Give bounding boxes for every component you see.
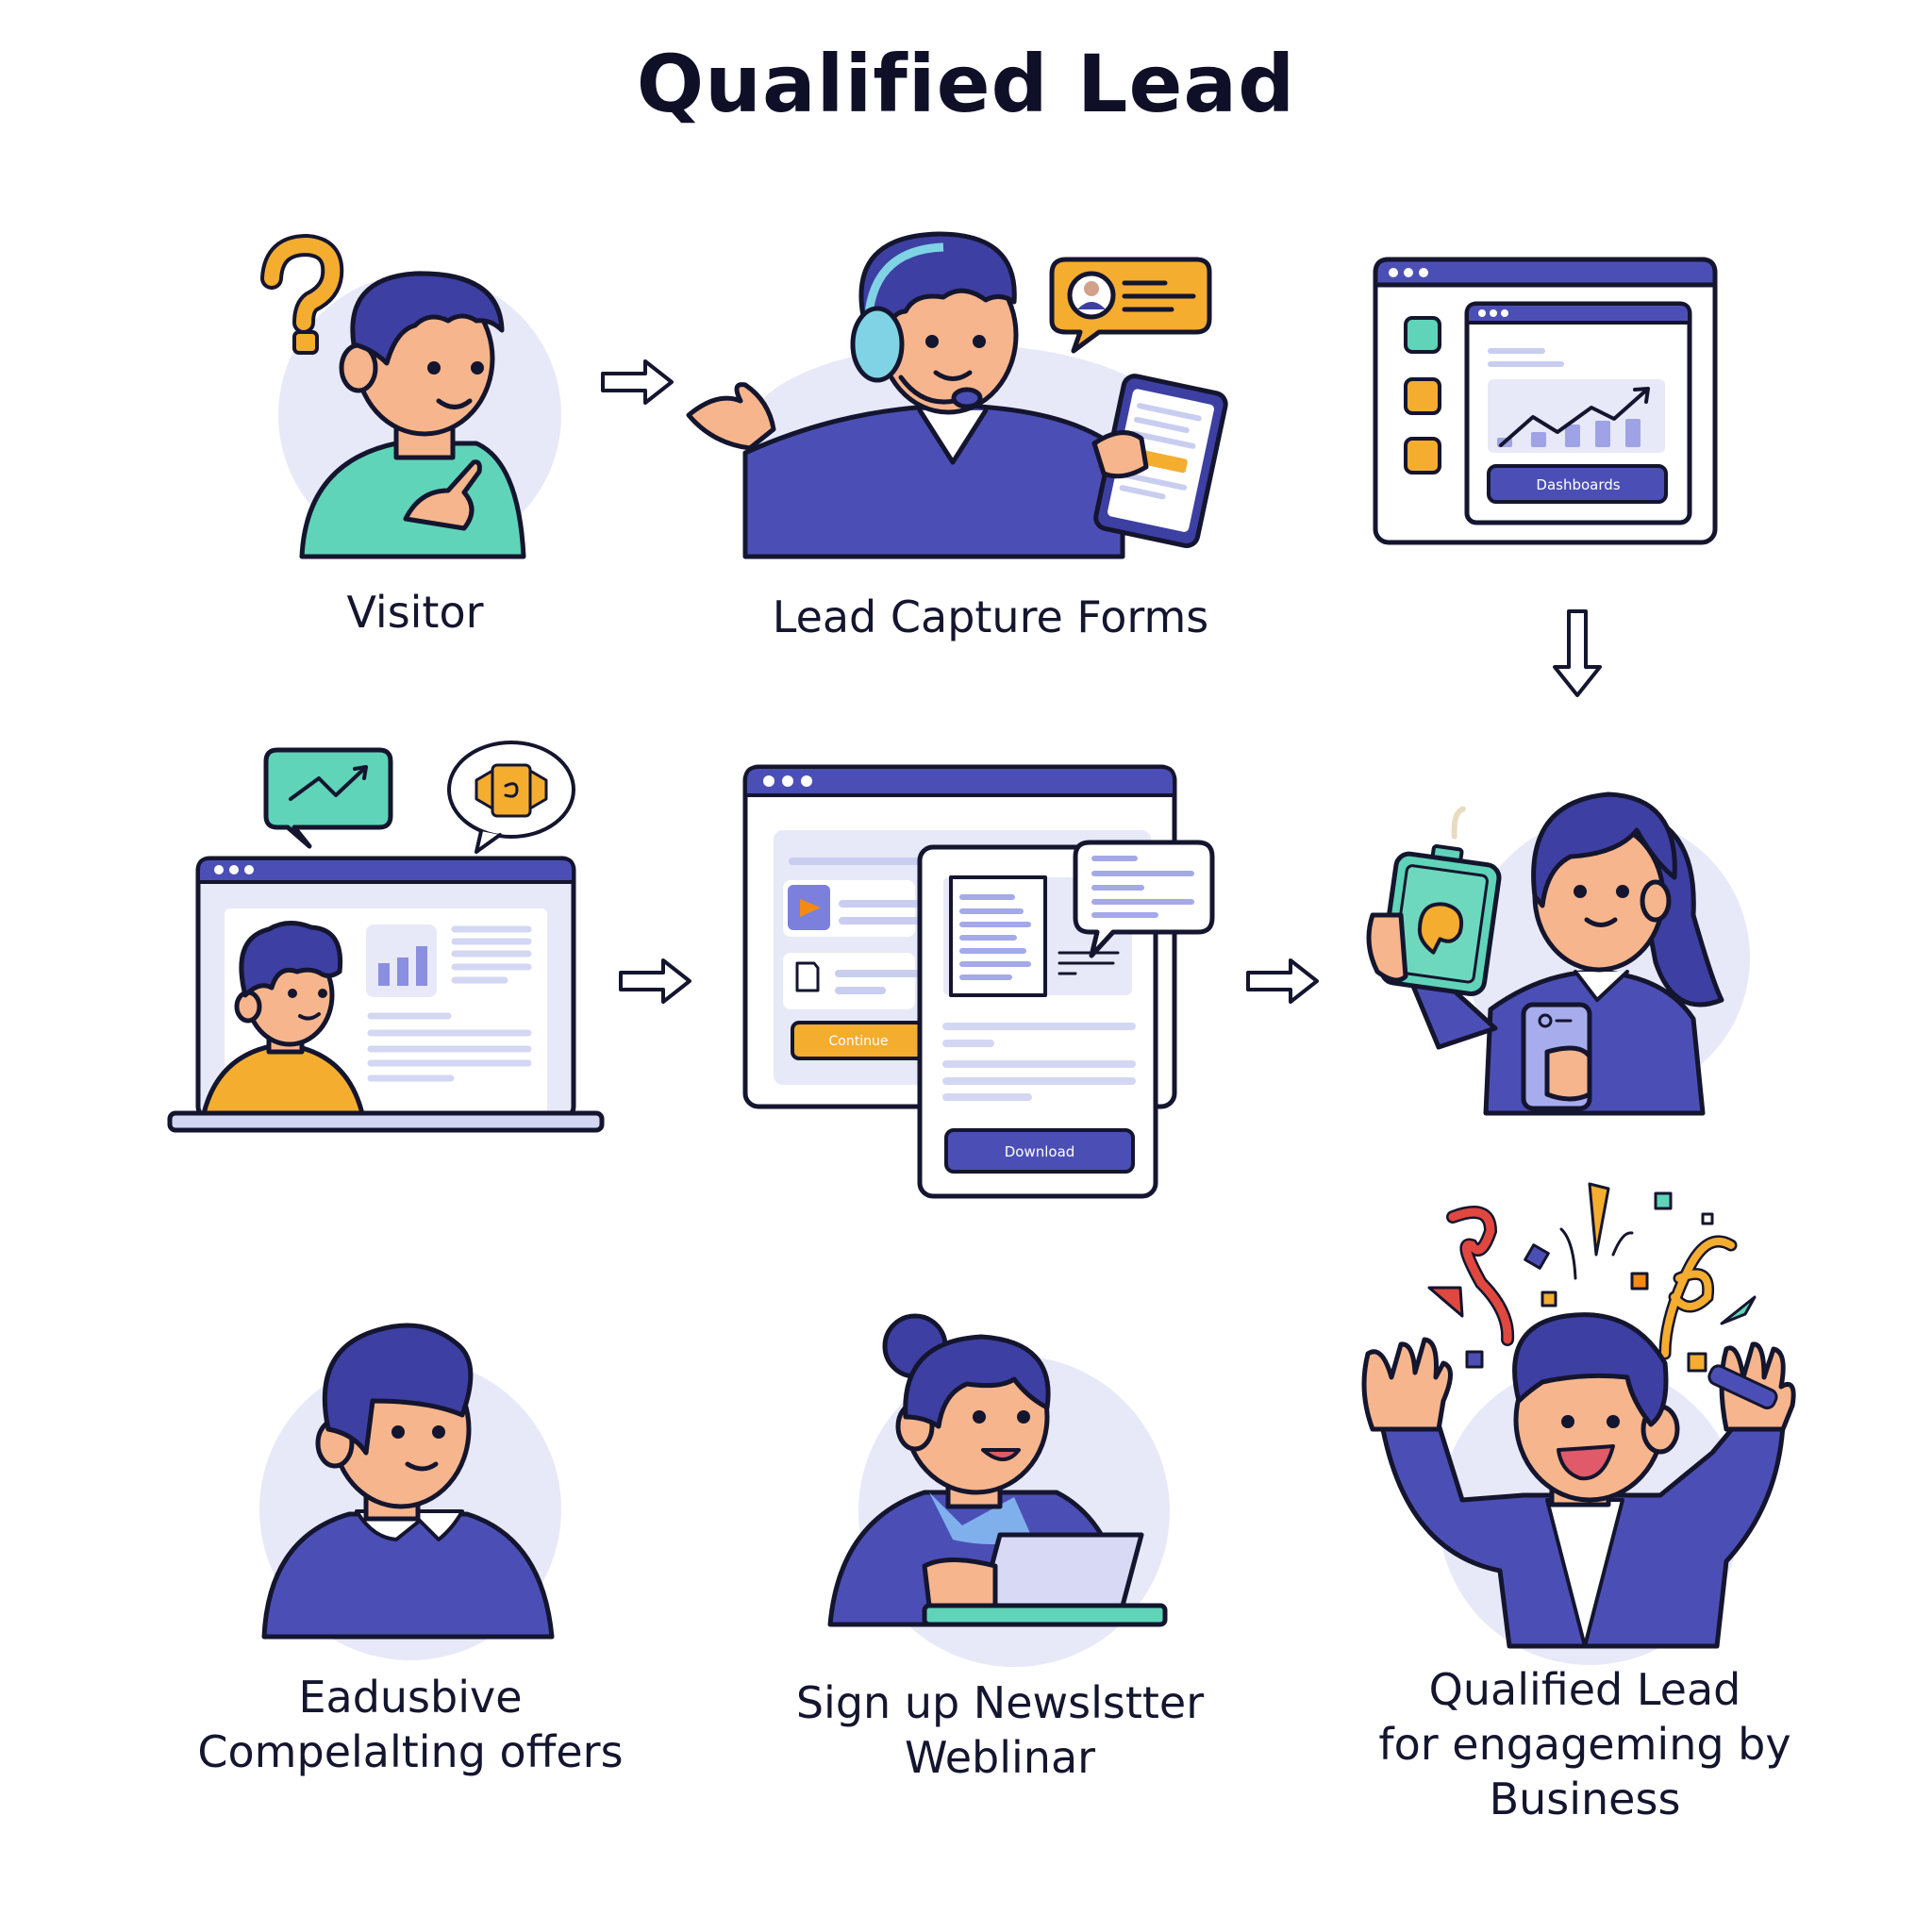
step-lead-capture-forms bbox=[679, 226, 1228, 559]
step-label-lead-capture-forms: Lead Capture Forms bbox=[772, 591, 1209, 642]
confetti-icon bbox=[1427, 1182, 1757, 1373]
step-newsletter bbox=[811, 1313, 1189, 1667]
step-offers bbox=[245, 1311, 575, 1660]
step-label-visitor: Visitor bbox=[346, 587, 484, 638]
chat-bubble-icon bbox=[1049, 257, 1212, 354]
dashboard-button[interactable]: Dashboards bbox=[1536, 476, 1621, 493]
continue-button[interactable]: Continue bbox=[828, 1034, 889, 1049]
step-visitor bbox=[255, 233, 561, 559]
step-content-offer bbox=[160, 741, 605, 1137]
trend-chat-bubble-icon bbox=[263, 747, 393, 849]
page-title: Qualified Lead bbox=[636, 38, 1296, 130]
step-landing-page: Continue Download bbox=[741, 762, 1231, 1206]
green-device-icon bbox=[1378, 806, 1502, 997]
step-label-offers: Eadusbive Compelalting offers bbox=[197, 1672, 624, 1777]
step-label-newsletter: Sign up Newslstter Weblinar bbox=[795, 1677, 1205, 1783]
arrow-right-icon bbox=[1245, 958, 1321, 1008]
step-dashboard: Dashboards bbox=[1373, 257, 1722, 549]
question-mark-icon bbox=[260, 233, 344, 355]
step-qualified-lead bbox=[1349, 1174, 1811, 1665]
arrow-down-icon bbox=[1552, 608, 1603, 702]
step-label-qualified-lead: Qualified Lead for engageming by Busines… bbox=[1378, 1664, 1791, 1824]
tablet-form-icon bbox=[1093, 374, 1228, 548]
arrow-right-icon bbox=[618, 958, 693, 1008]
download-button[interactable]: Download bbox=[1004, 1143, 1075, 1160]
arrow-right-icon bbox=[600, 358, 675, 409]
ticket-speech-bubble-icon bbox=[447, 741, 575, 854]
step-mobile-engagement bbox=[1354, 774, 1750, 1116]
